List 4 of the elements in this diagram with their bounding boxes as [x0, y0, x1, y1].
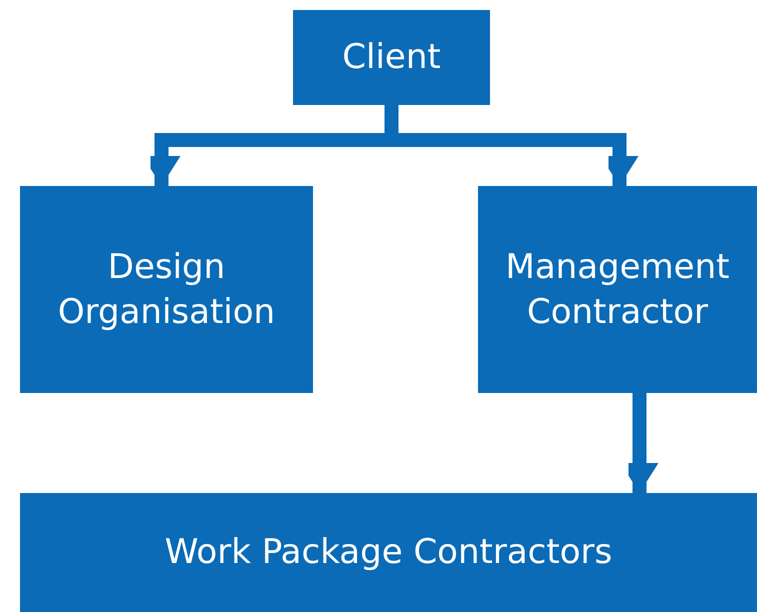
process-box: Design Organisation	[20, 186, 313, 393]
process-box: Work Package Contractors	[20, 493, 757, 612]
process-box: Management Contractor	[478, 186, 757, 393]
client-box: Client	[293, 10, 490, 105]
